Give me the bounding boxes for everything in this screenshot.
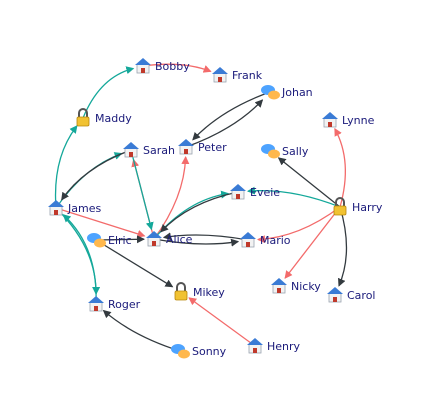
node-label-bobby: Bobby xyxy=(155,60,190,73)
edge-henry-to-mikey xyxy=(188,297,256,347)
house-icon xyxy=(247,338,263,354)
node-label-mikey: Mikey xyxy=(193,286,225,299)
node-eveie[interactable]: Eveie xyxy=(230,184,280,200)
node-label-eveie: Eveie xyxy=(250,186,280,199)
node-henry[interactable]: Henry xyxy=(247,338,301,354)
node-maddy[interactable]: Maddy xyxy=(76,108,132,127)
padlock-icon xyxy=(333,197,347,216)
edge-james-to-roger xyxy=(55,207,101,295)
house-icon xyxy=(123,142,139,158)
node-label-elric: Elric xyxy=(108,234,132,247)
node-label-maddy: Maddy xyxy=(95,112,132,125)
chat-bubble-icon xyxy=(261,144,280,159)
node-label-james: James xyxy=(67,202,101,215)
edge-harry-to-carol xyxy=(338,206,348,287)
node-roger[interactable]: Roger xyxy=(88,296,141,312)
node-label-alice: Alice xyxy=(166,233,193,246)
node-elric[interactable]: Elric xyxy=(87,233,132,248)
edge-harry-to-nicky xyxy=(284,206,341,279)
house-icon xyxy=(88,296,104,312)
edge-maddy-to-bobby xyxy=(82,66,135,119)
edge-mario-to-alice xyxy=(162,232,249,241)
node-sonny[interactable]: Sonny xyxy=(171,344,227,359)
node-frank[interactable]: Frank xyxy=(212,67,263,83)
node-label-mario: Mario xyxy=(260,234,291,247)
node-label-roger: Roger xyxy=(108,298,141,311)
edge-harry-to-lynne xyxy=(334,127,347,208)
node-label-frank: Frank xyxy=(232,69,263,82)
node-peter[interactable]: Peter xyxy=(178,139,227,155)
node-label-henry: Henry xyxy=(267,340,301,353)
edge-harry-to-sally xyxy=(277,157,341,208)
edge-eveie-to-alice xyxy=(160,191,239,233)
node-label-johan: Johan xyxy=(281,86,313,99)
house-icon xyxy=(271,278,287,294)
node-nicky[interactable]: Nicky xyxy=(271,278,321,294)
house-icon xyxy=(230,184,246,200)
edge-sonny-to-roger xyxy=(102,309,181,352)
node-mario[interactable]: Mario xyxy=(240,232,291,248)
house-icon xyxy=(212,67,228,83)
chat-bubble-icon xyxy=(171,344,190,359)
node-sarah[interactable]: Sarah xyxy=(123,142,175,158)
chat-bubble-icon xyxy=(261,85,280,100)
edges-layer xyxy=(54,63,348,352)
edge-sarah-to-james xyxy=(61,149,132,201)
node-bobby[interactable]: Bobby xyxy=(135,58,190,74)
node-label-nicky: Nicky xyxy=(291,280,321,293)
edge-bobby-to-frank xyxy=(142,63,212,73)
edge-elric-to-mikey xyxy=(95,239,174,288)
node-label-harry: Harry xyxy=(352,201,383,214)
house-icon xyxy=(327,287,343,303)
house-icon xyxy=(48,200,64,216)
house-icon xyxy=(178,139,194,155)
chat-bubble-icon xyxy=(87,233,106,248)
edge-james-to-alice xyxy=(55,207,146,238)
house-icon xyxy=(322,112,338,128)
edge-james-to-maddy xyxy=(54,125,78,209)
edge-james-to-sarah xyxy=(55,152,123,209)
node-label-peter: Peter xyxy=(198,141,227,154)
node-carol[interactable]: Carol xyxy=(327,287,376,303)
house-icon xyxy=(135,58,151,74)
edge-harry-to-eveie xyxy=(246,186,341,208)
edge-sarah-to-alice xyxy=(130,149,154,231)
node-mikey[interactable]: Mikey xyxy=(174,282,225,301)
node-sally[interactable]: Sally xyxy=(261,144,309,159)
edge-peter-to-johan xyxy=(185,99,264,148)
edge-harry-to-mario xyxy=(256,206,341,244)
node-label-lynne: Lynne xyxy=(342,114,375,127)
padlock-icon xyxy=(76,108,90,127)
node-label-sarah: Sarah xyxy=(143,144,175,157)
node-johan[interactable]: Johan xyxy=(261,85,313,100)
edge-alice-to-peter xyxy=(153,155,190,240)
node-lynne[interactable]: Lynne xyxy=(322,112,375,128)
node-label-carol: Carol xyxy=(347,289,376,302)
edge-alice-to-mario xyxy=(153,238,240,247)
node-label-sally: Sally xyxy=(282,145,309,158)
house-icon xyxy=(146,231,162,247)
node-james[interactable]: James xyxy=(48,200,101,216)
edge-johan-to-peter xyxy=(192,91,271,141)
house-icon xyxy=(240,232,256,248)
node-alice[interactable]: Alice xyxy=(146,231,193,247)
node-harry[interactable]: Harry xyxy=(333,197,383,216)
edge-roger-to-james xyxy=(62,214,97,305)
padlock-icon xyxy=(174,282,188,301)
node-label-sonny: Sonny xyxy=(192,345,227,358)
